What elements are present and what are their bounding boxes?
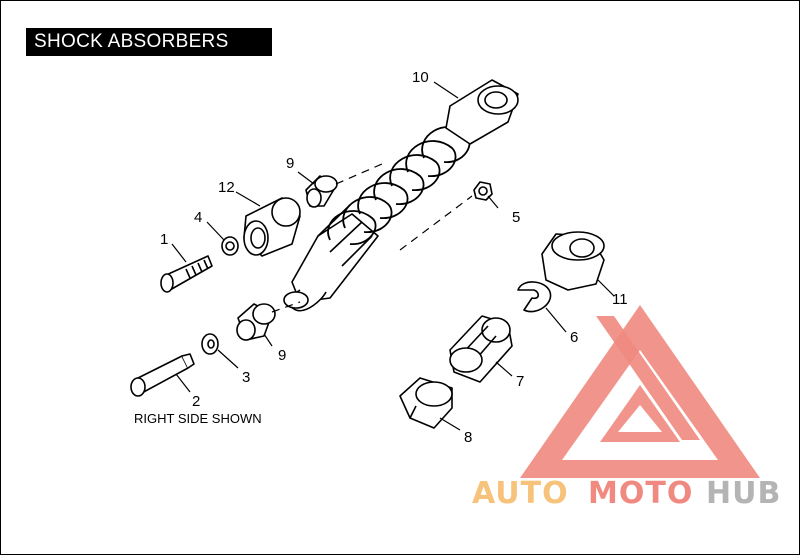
watermark-text: AUTO MOTO HUB bbox=[472, 476, 781, 511]
callout-labels: 1 2 3 4 5 6 7 8 9 9 10 11 12 bbox=[160, 69, 628, 446]
watermark-moto: MOTO bbox=[588, 476, 693, 511]
watermark-logo bbox=[520, 305, 760, 478]
page-title: SHOCK ABSORBERS bbox=[26, 28, 272, 56]
mount bbox=[449, 315, 513, 383]
cap bbox=[541, 231, 605, 291]
retainer-clip bbox=[517, 281, 552, 313]
shock-absorber bbox=[283, 79, 519, 312]
caption-right-side-shown: RIGHT SIDE SHOWN bbox=[134, 411, 262, 426]
callout-6: 6 bbox=[570, 329, 578, 346]
callout-12: 12 bbox=[218, 179, 235, 196]
sleeve bbox=[243, 197, 301, 257]
callout-7: 7 bbox=[516, 373, 524, 390]
callout-9-upper: 9 bbox=[286, 155, 294, 172]
callout-1: 1 bbox=[160, 231, 168, 248]
watermark-hub: HUB bbox=[706, 476, 781, 511]
bushing-upper bbox=[305, 175, 338, 208]
nut bbox=[473, 181, 493, 201]
watermark-auto: AUTO bbox=[472, 476, 569, 511]
callout-11: 11 bbox=[612, 291, 628, 308]
bracket bbox=[399, 377, 453, 429]
callout-5: 5 bbox=[512, 209, 520, 226]
callout-3: 3 bbox=[242, 369, 250, 386]
callout-4: 4 bbox=[194, 209, 202, 226]
bolt-lower bbox=[130, 353, 195, 397]
callout-8: 8 bbox=[464, 429, 472, 446]
screw-upper bbox=[160, 255, 213, 293]
callout-9-lower: 9 bbox=[278, 347, 286, 364]
callout-2: 2 bbox=[192, 393, 200, 410]
bushing-lower bbox=[236, 303, 276, 341]
callout-10: 10 bbox=[412, 69, 429, 86]
